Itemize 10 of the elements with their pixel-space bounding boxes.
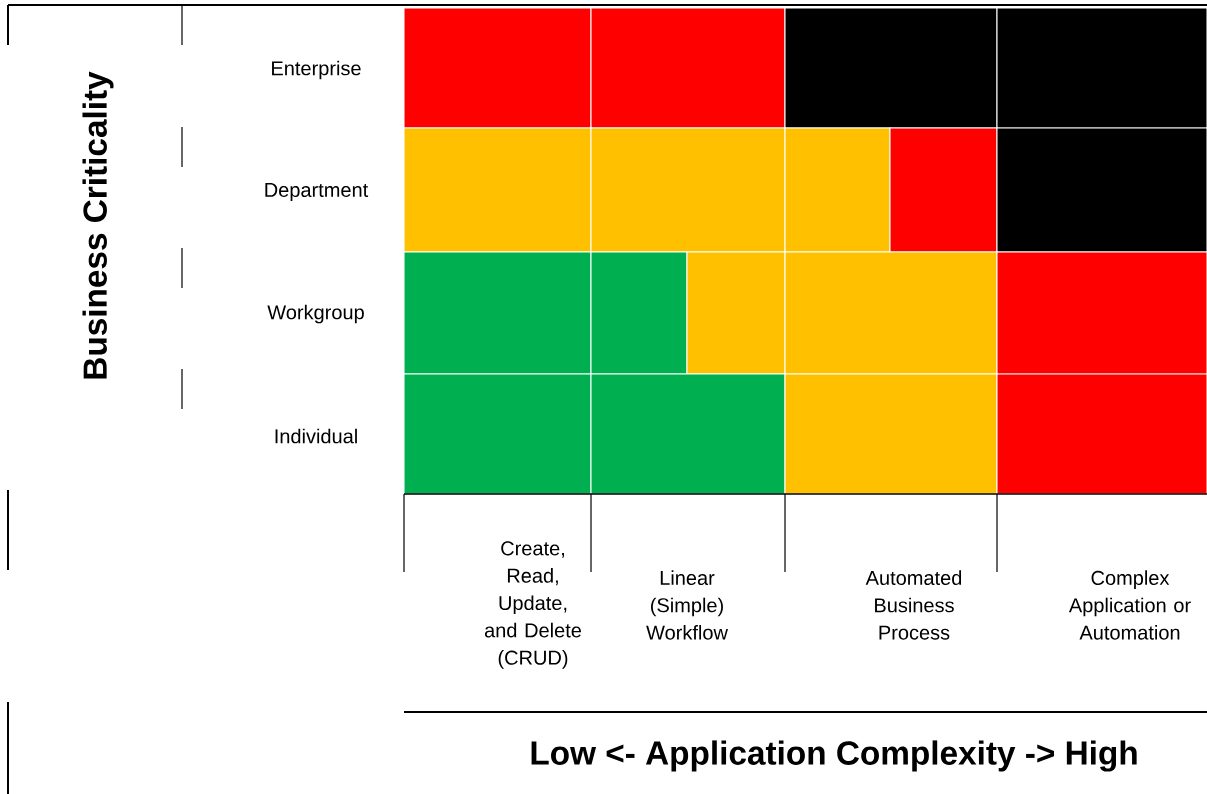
row-label: Department: [265, 183, 369, 201]
row-label: Individual: [275, 428, 357, 444]
axis-title: Business Criticality: [82, 71, 114, 379]
row-label: Enterprise: [272, 60, 361, 80]
axis-title: Low <- Application Complexity -> High: [531, 740, 1137, 772]
column-label: Create, Read, Update, and Delete (CRUD): [484, 541, 581, 669]
column-label: Automated Business Process: [865, 570, 962, 640]
column-label: Complex Application or Automation: [1068, 570, 1191, 640]
row-label: Workgroup: [267, 304, 364, 324]
column-label: Linear (Simple) Workflow: [646, 570, 728, 640]
